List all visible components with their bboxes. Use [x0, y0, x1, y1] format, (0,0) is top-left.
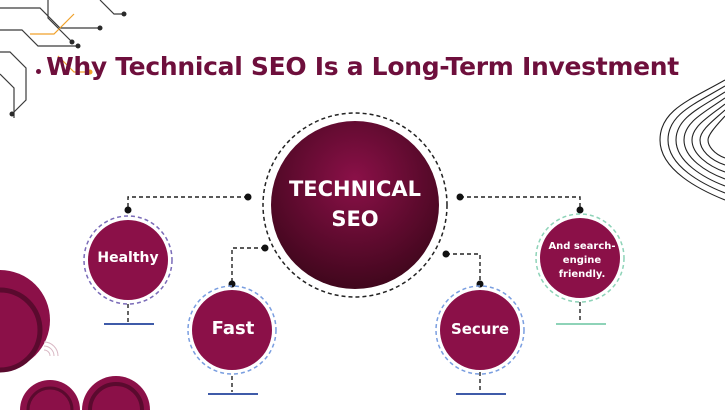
node-secure	[435, 285, 525, 375]
circuit-lines-decoration	[0, 0, 124, 118]
center-node	[262, 112, 448, 298]
center-label-line1: TECHNICAL	[288, 177, 422, 201]
connector-search	[460, 196, 581, 210]
wave-lines-decoration	[659, 79, 725, 201]
connector-dots	[124, 193, 584, 288]
node-search	[535, 213, 625, 303]
label-secure: Secure	[450, 320, 510, 338]
center-label-line2: SEO	[331, 207, 379, 231]
node-healthy	[83, 215, 173, 305]
label-search-engine-friendly: And search- engine friendly.	[539, 240, 625, 282]
connector-lines	[127, 196, 581, 392]
label-healthy: Healthy	[97, 250, 159, 266]
label-fast: Fast	[211, 318, 255, 339]
label-search-line3: friendly.	[558, 269, 606, 280]
label-search-line1: And search-	[548, 241, 616, 252]
page-title: Why Technical SEO Is a Long-Term Investm…	[46, 52, 679, 81]
circuit-nodes-decoration	[9, 11, 127, 117]
label-search-line2: engine	[562, 255, 602, 266]
node-fast	[187, 285, 277, 375]
title-bullet	[36, 69, 41, 74]
connector-secure	[446, 253, 481, 284]
blob-decoration	[0, 270, 150, 410]
center-label: TECHNICAL SEO	[270, 174, 440, 234]
connector-fast	[231, 247, 265, 284]
connector-healthy	[127, 196, 248, 210]
